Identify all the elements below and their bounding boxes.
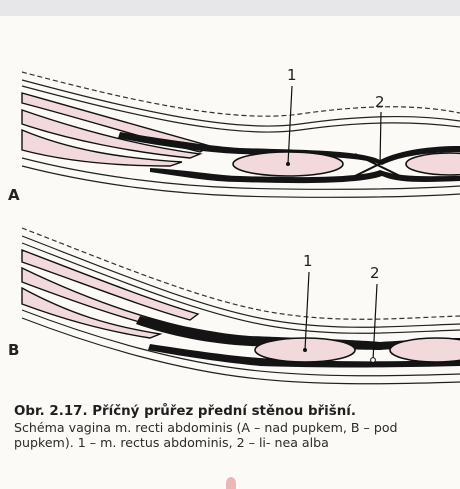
panel-a-diagram [22, 72, 460, 197]
panel-b-letter: B [8, 341, 19, 359]
panel-a-callout-1: 1 [287, 66, 297, 84]
abdominal-wall-cross-section-figure [0, 0, 460, 400]
panel-a-callout-2: 2 [375, 93, 385, 111]
caption-body: Schéma vagina m. recti abdominis (A – na… [14, 420, 458, 451]
panel-b-diagram [22, 228, 460, 384]
caption-title: Obr. 2.17. Příčný průřez přední stěnou b… [14, 404, 458, 420]
panel-b-linea-alba-dot [371, 358, 376, 363]
panel-a-callout-2-line [380, 112, 381, 165]
panel-a-letter: A [8, 186, 20, 204]
panel-b-callout-1-dot [303, 348, 307, 352]
panel-b-callout-1: 1 [303, 252, 313, 270]
red-mark-decoration [226, 477, 236, 489]
panel-a-callout-1-dot [286, 162, 290, 166]
panel-b-rectus-muscle-right [390, 338, 460, 362]
panel-a-rectus-muscle-right [406, 153, 460, 175]
panel-a-skin-line [22, 72, 460, 116]
figure-caption: Obr. 2.17. Příčný průřez přední stěnou b… [14, 404, 458, 451]
panel-b-callout-2: 2 [370, 264, 380, 282]
